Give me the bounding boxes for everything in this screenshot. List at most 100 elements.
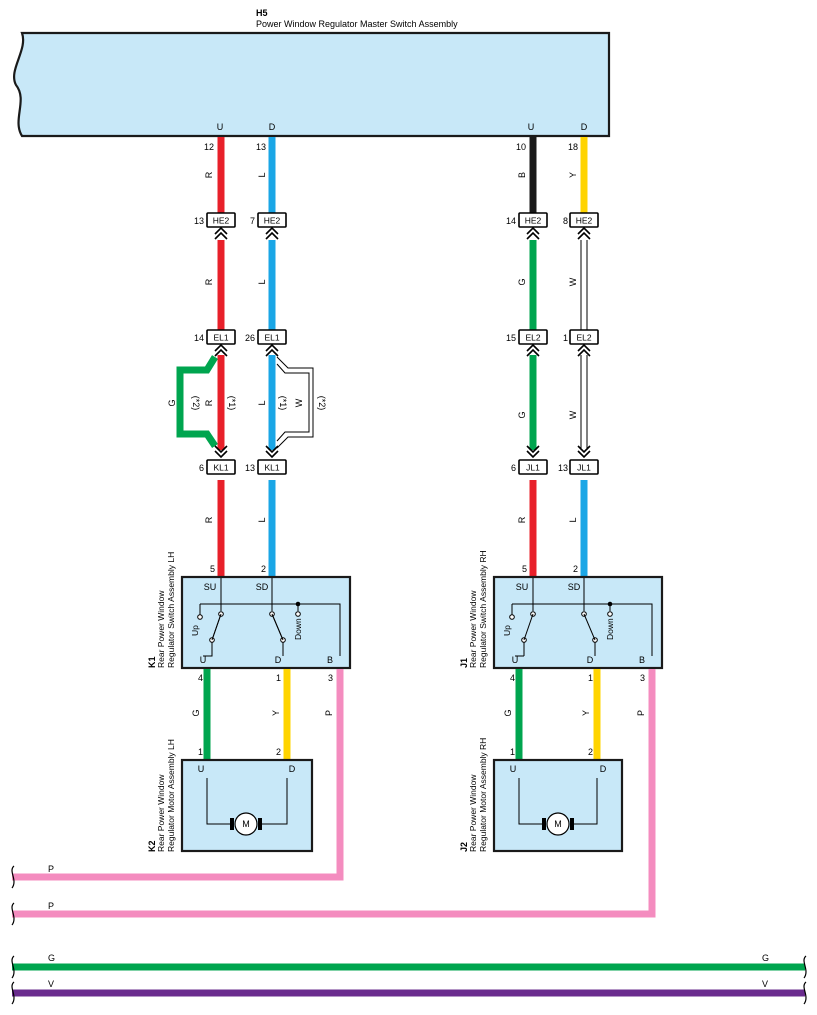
svg-text:EL1: EL1 — [213, 333, 228, 343]
svg-text:B: B — [327, 655, 333, 665]
wire-letter: W — [568, 410, 578, 419]
wire-letter: P — [324, 710, 334, 716]
connector-he2-3 — [518, 212, 548, 228]
connector-el1-1 — [206, 329, 236, 345]
note-star2: (*2) — [191, 396, 201, 411]
master-pin-label-u1: U — [217, 122, 224, 132]
svg-text:KL1: KL1 — [264, 463, 279, 473]
svg-text:Down: Down — [605, 618, 615, 640]
connector-kl1-1 — [206, 459, 236, 475]
motor-rh-line1: Rear Power Window — [468, 774, 478, 852]
pin-number: 13 — [558, 463, 568, 473]
connector-he2-2 — [257, 212, 287, 228]
wire-letter: V — [762, 979, 768, 989]
svg-text:1: 1 — [588, 673, 593, 683]
connector-he2-4 — [569, 212, 599, 228]
svg-text:U: U — [510, 764, 517, 774]
master-pin-label-d2: D — [581, 122, 588, 132]
switch-lh-box — [180, 575, 352, 670]
wire-letter: L — [257, 517, 267, 522]
motor-brush-left — [230, 818, 234, 830]
motor-rh-id: J2 — [459, 842, 469, 852]
svg-text:M: M — [554, 819, 562, 829]
svg-text:4: 4 — [198, 673, 203, 683]
pin-number: 13 — [194, 216, 204, 226]
switch-rh-id: J1 — [459, 658, 469, 668]
svg-text:D: D — [600, 764, 607, 774]
svg-text:3: 3 — [640, 673, 645, 683]
motor-assembly-rh: J2 Rear Power Window Regulator Motor Ass… — [459, 738, 624, 853]
wire-letter: W — [294, 398, 304, 407]
connector-el1-2 — [257, 329, 287, 345]
connector-he2-row: 13 HE2 7 HE2 14 HE2 8 HE2 — [194, 212, 599, 240]
pin-number: 6 — [199, 463, 204, 473]
pin-number: 26 — [245, 333, 255, 343]
svg-text:1: 1 — [510, 747, 515, 757]
svg-text:D: D — [587, 655, 594, 665]
master-pin-label-u2: U — [528, 122, 535, 132]
switch-lh-id: K1 — [147, 656, 157, 668]
wire-letter: B — [517, 172, 527, 178]
pin-number: 15 — [506, 333, 516, 343]
switch-lh-line2: Regulator Switch Assembly LH — [166, 552, 176, 668]
wire-letter: L — [257, 279, 267, 284]
wire-rh-pink — [12, 669, 656, 918]
wire-letter: G — [167, 399, 177, 406]
wire-letter: R — [204, 516, 214, 523]
connector-kl1-2 — [257, 459, 287, 475]
wire-letter: G — [48, 953, 55, 963]
connector-jl1-1 — [518, 459, 548, 475]
motor-rh-line2: Regulator Motor Assembly RH — [478, 738, 488, 852]
wire-lh-white-bypass — [276, 356, 314, 449]
svg-text:U: U — [512, 655, 519, 665]
svg-text:D: D — [289, 764, 296, 774]
svg-text:Up: Up — [190, 625, 200, 636]
svg-text:U: U — [198, 764, 205, 774]
connector-el2-2 — [569, 329, 599, 345]
switch-rh-line2: Regulator Switch Assembly RH — [478, 550, 488, 668]
wire-letter: R — [204, 399, 214, 406]
pin-number: 10 — [516, 142, 526, 152]
wire-rh-white-1 — [580, 240, 588, 330]
wire-letter: R — [517, 516, 527, 523]
svg-text:KL1: KL1 — [213, 463, 228, 473]
wire-letter: G — [503, 709, 513, 716]
wire-letter: L — [257, 400, 267, 405]
svg-text:5: 5 — [522, 564, 527, 574]
wire-lh-green-bypass — [176, 355, 218, 448]
wire-letter: Y — [581, 710, 591, 716]
wire-letter: G — [191, 709, 201, 716]
svg-text:M: M — [242, 819, 250, 829]
switch-rh-box — [492, 575, 664, 670]
wire-letter: Y — [271, 710, 281, 716]
pin-number: 18 — [568, 142, 578, 152]
svg-text:JL1: JL1 — [526, 463, 540, 473]
svg-text:Up: Up — [502, 625, 512, 636]
wire-letter: L — [257, 172, 267, 177]
svg-text:SU: SU — [204, 582, 217, 592]
svg-text:HE2: HE2 — [576, 216, 593, 226]
motor-brush-right — [570, 818, 574, 830]
svg-text:3: 3 — [328, 673, 333, 683]
wire-letter: V — [48, 979, 54, 989]
wire-letter: R — [204, 171, 214, 178]
break-marks — [11, 865, 807, 1005]
wire-letter: G — [517, 411, 527, 418]
svg-text:HE2: HE2 — [213, 216, 230, 226]
master-switch-box — [13, 31, 611, 138]
connector-he2-1 — [206, 212, 236, 228]
svg-text:2: 2 — [573, 564, 578, 574]
svg-text:SD: SD — [256, 582, 269, 592]
wire-letter: L — [568, 517, 578, 522]
connector-kl-row: 6 KL1 13 KL1 6 JL1 13 JL1 — [199, 445, 599, 475]
svg-text:4: 4 — [510, 673, 515, 683]
pin-number: 14 — [194, 333, 204, 343]
motor-lh-line1: Rear Power Window — [156, 774, 166, 852]
wire-rh-white-2 — [580, 355, 588, 450]
pin-number: 7 — [250, 216, 255, 226]
pin-number: 12 — [204, 142, 214, 152]
wire-letter: Y — [568, 172, 578, 178]
note-star1: (*1) — [278, 396, 288, 411]
pin-number: 1 — [563, 333, 568, 343]
